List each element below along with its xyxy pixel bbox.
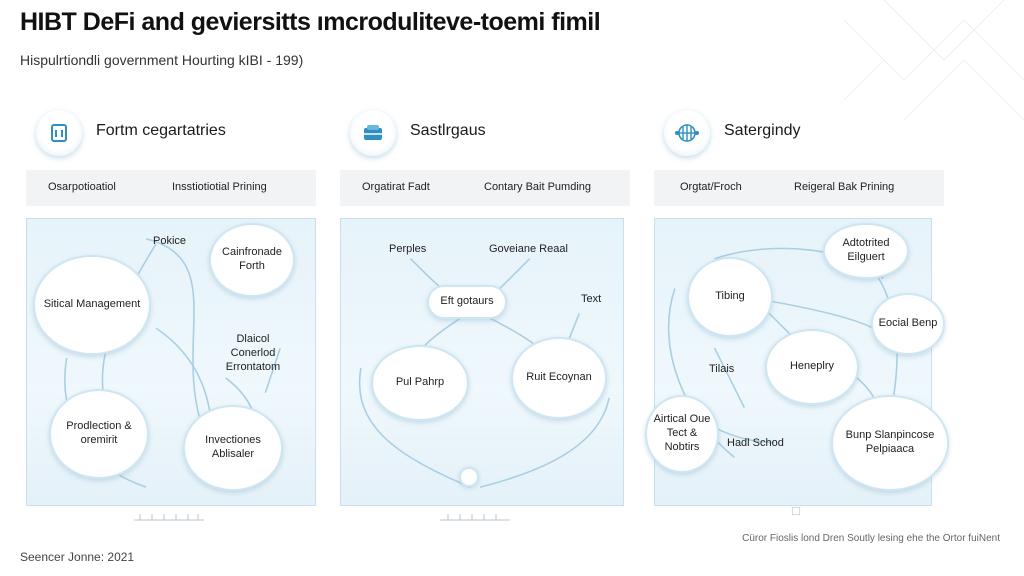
node-eft-gotaurs[interactable]: Eft gotaurs <box>427 285 507 319</box>
node-heneplry[interactable]: Heneplry <box>765 329 859 405</box>
page-subtitle: Hispulrtiondli government Hourting kIBI … <box>20 52 304 68</box>
diagram-area: Perples Goveiane Reaal Eft gotaurs Text … <box>340 218 624 506</box>
label-text: Text <box>581 293 602 305</box>
label-hadl-schod: Hadl Schod <box>727 437 784 449</box>
page-title: HIBT DeFi and geviersitts ımcroduliteve-… <box>20 8 601 36</box>
tab-osarpotioatiol[interactable]: Osarpotioatiol <box>48 181 116 193</box>
node-prodlection-oremirit[interactable]: Prodlection & oremirit <box>49 389 149 479</box>
decorative-pattern <box>844 0 1024 120</box>
panel-sastlrgaus: Sastlrgaus Orgatirat Fadt Contary Bait P… <box>340 110 630 521</box>
node-airtical-oue-tect[interactable]: Airtical Oue Tect & Nobtirs <box>645 395 719 473</box>
label-pokice: Pokice <box>153 235 187 247</box>
footer-credit: Seencer Jonne: 2021 <box>20 550 135 564</box>
label-tilais: Tilais <box>709 363 735 375</box>
label-goveiane-reaal: Goveiane Reaal <box>489 243 568 255</box>
node-cainfronade-forth[interactable]: Cainfronade Forth <box>209 223 295 297</box>
wallet-icon[interactable] <box>350 110 396 156</box>
tab-contary-bait-pumding[interactable]: Contary Bait Pumding <box>484 181 591 193</box>
node-tibing[interactable]: Tibing <box>687 257 773 337</box>
node-pul-pahrp[interactable]: Pul Pahrp <box>371 345 469 421</box>
label-perples: Perples <box>389 243 427 255</box>
tab-bar: Orgatirat Fadt Contary Bait Pumding <box>340 170 630 206</box>
scroll-handle[interactable] <box>459 467 479 487</box>
node-sitical-management[interactable]: Sitical Management <box>33 255 151 355</box>
node-eocial-benp[interactable]: Eocial Benp <box>871 293 945 355</box>
diagram-area: Sitical Management Cainfronade Forth Pro… <box>26 218 316 506</box>
node-ruit-ecoynan[interactable]: Ruit Ecoynan <box>511 337 607 419</box>
panel-title: Fortm cegartatries <box>96 122 226 139</box>
scale-ruler <box>791 506 801 516</box>
label-dlaicol-conerlod: Dlaicol Conerlod Errontatom <box>225 333 281 373</box>
scale-ruler <box>134 514 204 521</box>
panel-header: Fortm cegartatries <box>26 110 316 160</box>
footer-note: Cüror Fioslis lond Dren Soutly lesing eh… <box>742 533 1000 544</box>
diagram-area: Adtotrited Eilguert Tibing Eocial Benp H… <box>645 218 949 506</box>
tab-orgatirat-fadt[interactable]: Orgatirat Fadt <box>362 181 430 193</box>
tab-insstiotiotial-prining[interactable]: Insstiotiotial Prining <box>172 181 267 193</box>
node-bunp-slanpincose[interactable]: Bunp Slanpincose Pelpiaaca <box>831 395 949 491</box>
panel-satergindy: Satergindy Orgtat/Froch Reigeral Bak Pri… <box>645 110 949 516</box>
panel-header: Sastlrgaus <box>340 110 630 160</box>
node-adtotrited-eilguert[interactable]: Adtotrited Eilguert <box>823 223 909 279</box>
tab-reigeral-bak-prining[interactable]: Reigeral Bak Prining <box>794 181 895 193</box>
tab-bar: Orgtat/Froch Reigeral Bak Prining <box>654 170 944 206</box>
panel-fortm-cegartatries: Fortm cegartatries Osarpotioatiol Inssti… <box>26 110 316 521</box>
network-icon[interactable] <box>664 110 710 156</box>
document-icon[interactable] <box>36 110 82 156</box>
panel-header: Satergindy <box>654 110 944 160</box>
scale-ruler <box>440 514 510 521</box>
tab-orgtat-froch[interactable]: Orgtat/Froch <box>680 181 742 193</box>
panel-title: Satergindy <box>724 122 801 139</box>
node-invectiones-ablisaler[interactable]: Invectiones Ablisaler <box>183 405 283 491</box>
tab-bar: Osarpotioatiol Insstiotiotial Prining <box>26 170 316 206</box>
panel-title: Sastlrgaus <box>410 122 486 139</box>
